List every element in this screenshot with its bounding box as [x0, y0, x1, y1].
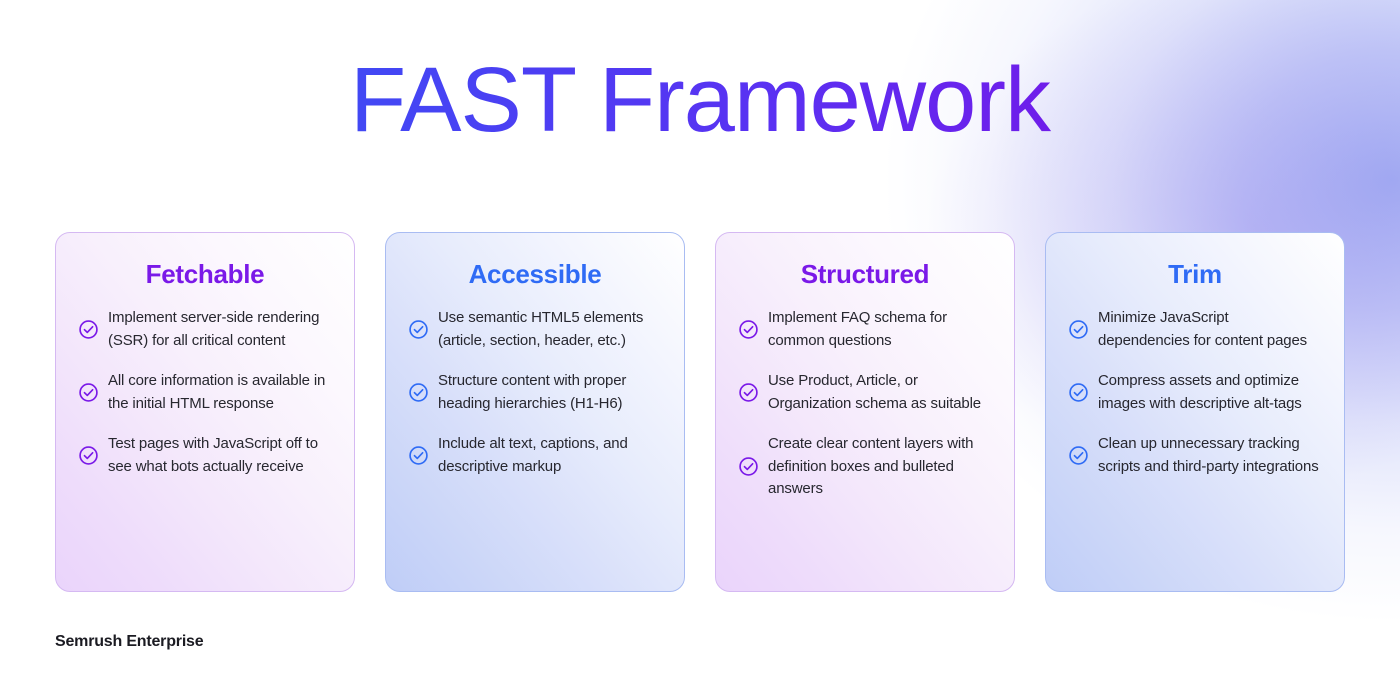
card-title-fetchable: Fetchable	[145, 259, 265, 289]
check-circle-icon	[79, 320, 98, 339]
list-item: Compress assets and optimize images with…	[1068, 370, 1322, 415]
list-item-text: Minimize JavaScript dependencies for con…	[1098, 309, 1307, 349]
list-item: Include alt text, captions, and descript…	[408, 433, 662, 478]
list-item-text: Create clear content layers with definit…	[768, 435, 974, 497]
list-item: Minimize JavaScript dependencies for con…	[1068, 307, 1322, 352]
list-item: Test pages with JavaScript off to see wh…	[78, 433, 332, 478]
list-item-text: Include alt text, captions, and descript…	[438, 435, 628, 475]
card-title-trim: Trim	[1168, 259, 1222, 289]
list-item: Implement server-side rendering (SSR) fo…	[78, 307, 332, 352]
check-circle-icon	[79, 383, 98, 402]
check-circle-icon	[409, 446, 428, 465]
footer-brand-label: Semrush Enterprise	[55, 633, 204, 650]
check-circle-icon	[79, 446, 98, 465]
check-circle-icon	[739, 457, 758, 476]
list-item-text: Compress assets and optimize images with…	[1098, 372, 1302, 412]
list-item-text: Use semantic HTML5 elements (article, se…	[438, 309, 644, 349]
list-item-text: Clean up unnecessary tracking scripts an…	[1098, 435, 1319, 475]
list-item-text: Implement FAQ schema for common question…	[768, 309, 947, 349]
list-item: Clean up unnecessary tracking scripts an…	[1068, 433, 1322, 478]
list-item-text: Implement server-side rendering (SSR) fo…	[108, 309, 320, 349]
list-item: Create clear content layers with definit…	[738, 433, 992, 501]
check-circle-icon	[739, 383, 758, 402]
check-circle-icon	[409, 383, 428, 402]
list-item: Structure content with proper heading hi…	[408, 370, 662, 415]
page-title: FAST Framework	[0, 52, 1400, 149]
card-title-accessible: Accessible	[468, 259, 602, 289]
check-circle-icon	[409, 320, 428, 339]
card-item-list: Implement server-side rendering (SSR) fo…	[78, 307, 332, 478]
list-item-text: Test pages with JavaScript off to see wh…	[108, 435, 318, 475]
list-item-text: Structure content with proper heading hi…	[438, 372, 627, 412]
check-circle-icon	[1069, 320, 1088, 339]
check-circle-icon	[1069, 383, 1088, 402]
card-item-list: Implement FAQ schema for common question…	[738, 307, 992, 501]
list-item-text: Use Product, Article, or Organization sc…	[768, 372, 981, 412]
check-circle-icon	[1069, 446, 1088, 465]
card-item-list: Use semantic HTML5 elements (article, se…	[408, 307, 662, 478]
list-item: Implement FAQ schema for common question…	[738, 307, 992, 352]
list-item-text: All core information is available in the…	[108, 372, 326, 412]
list-item: All core information is available in the…	[78, 370, 332, 415]
list-item: Use semantic HTML5 elements (article, se…	[408, 307, 662, 352]
list-item: Use Product, Article, or Organization sc…	[738, 370, 992, 415]
check-circle-icon	[739, 320, 758, 339]
card-title-structured: Structured	[800, 259, 930, 289]
card-item-list: Minimize JavaScript dependencies for con…	[1068, 307, 1322, 478]
